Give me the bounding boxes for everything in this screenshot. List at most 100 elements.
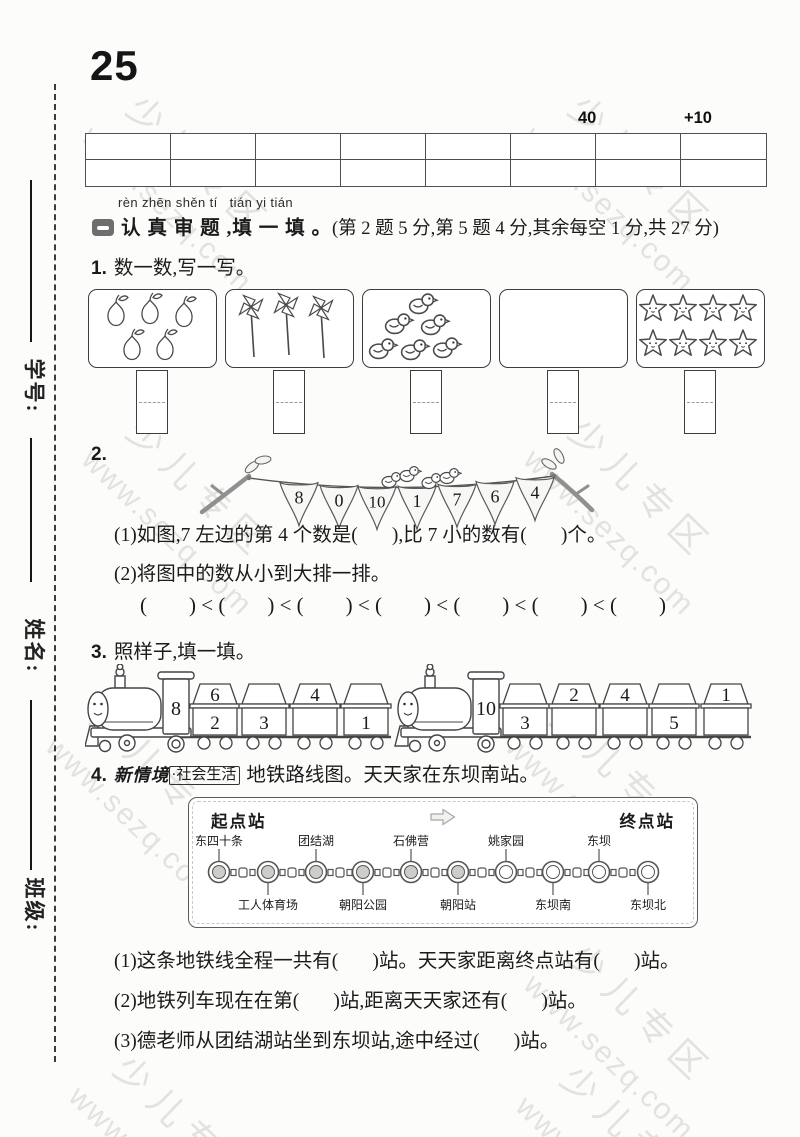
station-dot	[592, 865, 606, 879]
flag: 0	[319, 484, 359, 531]
svg-text:5: 5	[669, 713, 679, 734]
train2-car: 3	[499, 683, 551, 750]
train2-engine: 10	[394, 664, 505, 753]
stars-picture	[638, 294, 758, 357]
station-name: 东坝南	[535, 897, 571, 912]
section-header: 认 真 审 题 ,填 一 填 。(第 2 题 5 分,第 5 题 4 分,其余每…	[92, 211, 719, 240]
q3-header: 3.照样子,填一填。	[91, 642, 256, 663]
banner-flags: 8 0 10 1 7 6 4	[279, 476, 555, 532]
svg-text:1: 1	[721, 685, 731, 706]
svg-text:1: 1	[413, 491, 422, 511]
flag: 4	[515, 476, 555, 523]
station-name: 朝阳公园	[339, 898, 387, 912]
svg-text:4: 4	[531, 483, 540, 503]
direction-arrow-icon	[430, 808, 456, 826]
branch-left-leaves	[244, 455, 272, 474]
train1-car: 3	[238, 683, 290, 750]
subway-map: 起点站 终点站	[188, 797, 698, 928]
table-cell	[341, 134, 426, 160]
station-dot	[451, 865, 465, 879]
train1-engine: 8	[85, 664, 195, 753]
train1-car: 4	[289, 683, 341, 750]
station-dot	[212, 865, 226, 879]
station-dot	[309, 865, 323, 879]
student-id-blank-line	[30, 180, 33, 342]
station-name: 朝阳站	[440, 898, 476, 912]
flag: 10	[357, 485, 397, 532]
table-cell	[596, 160, 681, 186]
flag: 1	[397, 485, 437, 532]
q2-sub2: (2)将图中的数从小到大排一排。	[114, 564, 391, 585]
flag: 7	[437, 483, 477, 530]
train2-car: 4	[599, 683, 651, 750]
class-label: 班级:	[22, 877, 46, 933]
station-dot	[404, 865, 418, 879]
svg-text:3: 3	[259, 713, 269, 734]
train2-car: 2	[548, 683, 600, 750]
station-name: 石佛营	[393, 834, 429, 848]
section-score-note: (第 2 题 5 分,第 5 题 4 分,其余每空 1 分,共 27 分)	[332, 219, 719, 239]
student-id-label: 学号:	[22, 358, 46, 414]
q4-sub2: (2)地铁列车现在在第( )站,距离天天家还有( )站。	[114, 991, 587, 1012]
table-cell	[171, 134, 256, 160]
train1-car: 6 2	[189, 683, 241, 750]
station-names: 东四十条 团结湖 石佛营 姚家园 东坝 工人体育场 朝阳公园 朝阳站 东坝南 东…	[195, 833, 666, 912]
station-dot	[499, 865, 513, 879]
branch-right-leaves	[541, 448, 565, 470]
rope-knot	[551, 473, 557, 479]
train2-engine-number: 10	[476, 698, 496, 720]
birds-picture	[368, 293, 462, 361]
number-banner-picture: 8 0 10 1 7 6 4	[199, 448, 595, 532]
new-context-badge: 新情境	[113, 765, 170, 785]
number-fill-table	[85, 133, 767, 187]
svg-text:1: 1	[361, 713, 371, 734]
svg-text:2: 2	[569, 685, 579, 706]
section-title: 认 真 审 题 ,填 一 填 。	[121, 218, 333, 239]
svg-text:0: 0	[335, 490, 344, 510]
station-name: 东坝	[587, 834, 611, 848]
q4-sub1: (1)这条地铁线全程一共有( )站。天天家距离终点站有( )站。	[114, 951, 680, 972]
svg-text:2: 2	[210, 713, 220, 734]
q1-answer-box	[410, 370, 442, 434]
table-cell	[426, 134, 511, 160]
table-label-plus10: +10	[684, 109, 712, 127]
end-station-label: 终点站	[620, 811, 676, 831]
q1-answer-box	[273, 370, 305, 434]
name-label: 姓名:	[22, 618, 46, 674]
flag: 6	[475, 480, 515, 527]
q1-answer-box	[684, 370, 716, 434]
chain-links	[230, 867, 636, 878]
q1-box-pinwheels	[225, 289, 354, 368]
svg-text:8: 8	[295, 488, 304, 508]
table-cell	[341, 160, 426, 186]
subway-map-picture: 起点站 终点站	[195, 808, 676, 912]
q4-sub3: (3)德老师从团结湖站坐到东坝站,途中经过( )站。	[114, 1031, 560, 1052]
svg-text:10: 10	[369, 493, 386, 512]
table-cell	[86, 134, 171, 160]
table-cell	[86, 160, 171, 186]
train1-car: 1	[340, 683, 392, 750]
name-blank-line	[30, 438, 33, 582]
trains-picture: 8 6 2 3 4 1	[85, 664, 752, 753]
station-dot	[546, 865, 560, 879]
table-cell	[511, 160, 596, 186]
station-dot	[261, 865, 275, 879]
svg-text:6: 6	[210, 685, 220, 706]
station-dots	[207, 860, 660, 884]
margin-dashed-line	[54, 84, 56, 1062]
q2-sub1: (1)如图,7 左边的第 4 个数是( ),比 7 小的数有( )个。	[114, 525, 607, 546]
social-life-tag: ·社会生活	[169, 766, 241, 785]
svg-text:6: 6	[491, 487, 500, 507]
table-cell	[256, 160, 341, 186]
svg-text:7: 7	[453, 489, 462, 509]
table-cell	[681, 160, 766, 186]
start-station-label: 起点站	[210, 811, 267, 831]
q1-header: 1.数一数,写一写。	[91, 258, 256, 279]
table-cell	[256, 134, 341, 160]
